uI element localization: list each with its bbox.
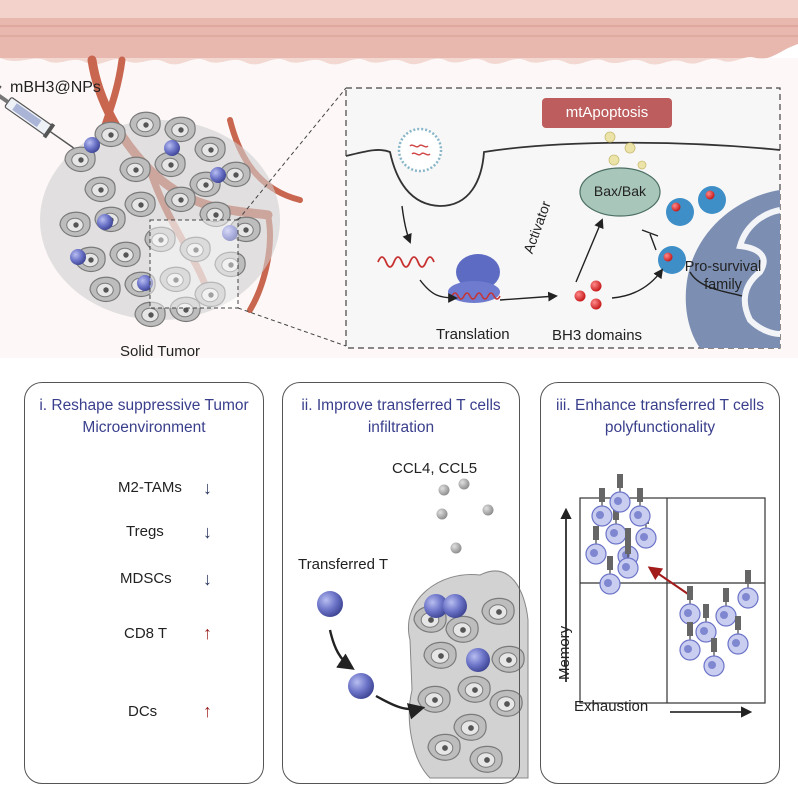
tumor-cell — [84, 176, 116, 203]
tumor-cell — [119, 156, 151, 183]
chemokines-label: CCL4, CCL5 — [392, 460, 478, 477]
x-axis-label: Exhaustion — [574, 698, 649, 715]
tumor-cell — [89, 276, 121, 303]
arrow-down-icon: ↓ — [203, 569, 212, 589]
panel-t-cell-infiltration: ii. Improve transferred T cells infiltra… — [282, 382, 520, 784]
polyfunctional-t-cell — [679, 586, 701, 625]
tumor-cell — [481, 597, 515, 625]
tumor-cell — [453, 713, 487, 741]
arrow-up-icon: ↑ — [203, 701, 212, 721]
tumor-cell — [194, 136, 226, 163]
t-cell — [210, 167, 226, 183]
arrow-down-icon: ↓ — [203, 478, 212, 498]
t-cell — [222, 225, 238, 241]
arrow-down-icon: ↓ — [203, 522, 212, 542]
pro-survival-proteins — [658, 186, 726, 274]
polyfunctional-t-cell — [605, 506, 627, 545]
tumor-cell — [489, 689, 523, 717]
t-cell — [164, 140, 180, 156]
pro-survival-label: Pro-survival family — [684, 259, 762, 293]
tumor-cell — [219, 161, 251, 188]
ribosome-icon — [448, 254, 501, 303]
tumor-cell — [423, 641, 457, 669]
polyfunctional-t-cell — [703, 638, 725, 677]
item-mdscs-label: MDSCs — [120, 570, 172, 587]
bax-bak-label: Bax/Bak — [593, 183, 647, 199]
t-cell — [137, 275, 153, 291]
tumor-cell — [59, 211, 91, 238]
tumor-cell — [445, 615, 479, 643]
syringe-icon — [0, 84, 74, 149]
panel-t-cell-polyfunctionality: iii. Enhance transferred T cells polyfun… — [540, 382, 780, 784]
tumor-cell — [417, 685, 451, 713]
panel-i-title: i. Reshape suppressive Tumor Microenviro… — [39, 397, 249, 436]
tumor-cell — [169, 296, 201, 323]
tumor-cell — [134, 301, 166, 328]
tumor-cell — [129, 111, 161, 138]
item-cd8t-label: CD8 T — [124, 625, 168, 642]
tumor-cell — [144, 226, 176, 253]
polyfunctional-t-cell — [617, 540, 639, 579]
tumor-cell — [457, 675, 491, 703]
chemokine-dots — [436, 478, 494, 554]
cell-membrane — [345, 141, 781, 207]
polyfunctional-t-cell — [695, 604, 717, 643]
bax-bak-complex — [579, 167, 661, 217]
tumor-cell — [194, 281, 226, 308]
t-cell — [70, 249, 86, 265]
injection-label: mBH3@NPs — [10, 79, 101, 96]
polyfunctional-t-cell — [585, 526, 607, 565]
apoptosis-label: mtApoptosis — [565, 104, 649, 121]
translation-label: Translation — [436, 326, 510, 343]
tumor-cell — [154, 151, 186, 178]
t-cell — [84, 137, 100, 153]
bh3-domain-balls — [574, 280, 602, 310]
tumor-cell — [164, 116, 196, 143]
polyfunctional-t-cell — [629, 488, 651, 527]
tumor-cell — [94, 121, 126, 148]
polyfunctional-t-cell — [599, 556, 621, 595]
tumor-cell — [427, 733, 461, 761]
tumor-cell — [491, 645, 525, 673]
polyfunctional-t-cell — [727, 616, 749, 655]
t-cell — [97, 214, 113, 230]
item-dcs-label: DCs — [128, 703, 158, 720]
tumor-cell — [164, 186, 196, 213]
polyfunctional-t-cell — [715, 588, 737, 627]
y-axis-label: Memory — [556, 625, 573, 680]
polyfunctional-t-cell — [679, 622, 701, 661]
transferred-t-label: Transferred T — [298, 556, 389, 573]
cytochrome-dots — [604, 131, 647, 170]
tumor-cell — [469, 745, 503, 773]
panel-reshape-tme: i. Reshape suppressive Tumor Microenviro… — [24, 382, 264, 784]
bh3-label: BH3 domains — [552, 327, 643, 344]
polyfunctional-t-cell — [609, 474, 631, 513]
arrow-up-icon: ↑ — [203, 623, 212, 643]
panel-ii-tcells — [317, 591, 490, 699]
tumor-cell — [109, 241, 141, 268]
nanoparticle-icon — [397, 127, 443, 173]
panel-ii-tumor — [408, 570, 529, 779]
panel-iii-title: iii. Enhance transferred T cells polyfun… — [556, 397, 764, 436]
panel-ii-title: ii. Improve transferred T cells infiltra… — [301, 397, 501, 436]
tumor-cell — [159, 266, 191, 293]
tumor-cell — [179, 236, 211, 263]
polyfunctional-t-cell — [737, 570, 759, 609]
mrna-strand — [377, 256, 435, 268]
mitochondrion-icon — [685, 190, 781, 348]
item-tregs-label: Tregs — [126, 523, 164, 540]
polyfunctional-t-cell — [591, 488, 613, 527]
tumor-cell — [64, 146, 96, 173]
tumor-label: Solid Tumor — [120, 343, 201, 360]
apoptosis-box — [542, 98, 672, 128]
tumor-zoom-region — [150, 220, 238, 308]
item-m2-tams-label: M2-TAMs — [118, 479, 182, 496]
tumor-cell — [124, 191, 156, 218]
